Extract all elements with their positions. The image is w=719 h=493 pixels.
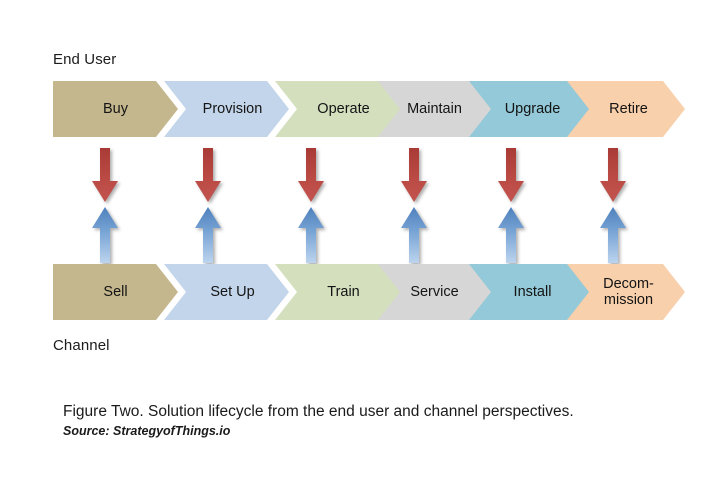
blue-up-arrow-3 bbox=[401, 207, 427, 263]
blue-up-arrow-4 bbox=[498, 207, 524, 263]
blue-up-arrow-1 bbox=[195, 207, 221, 263]
stage-chevron-end-user-0[interactable]: Buy bbox=[53, 81, 178, 137]
figure-source: Source: StrategyofThings.io bbox=[63, 424, 231, 438]
stage-label: Train bbox=[327, 284, 360, 300]
blue-up-arrow-0 bbox=[92, 207, 118, 263]
red-down-arrow-2 bbox=[298, 148, 324, 202]
blue-up-arrow-5 bbox=[600, 207, 626, 263]
red-down-arrow-0 bbox=[92, 148, 118, 202]
lane-label-channel: Channel bbox=[53, 337, 110, 354]
caption-block: Figure Two. Solution lifecycle from the … bbox=[63, 402, 663, 439]
red-down-arrow-1 bbox=[195, 148, 221, 202]
stage-chevron-channel-2[interactable]: Train bbox=[275, 264, 400, 320]
stage-label: Set Up bbox=[210, 284, 255, 300]
stage-chevron-end-user-1[interactable]: Provision bbox=[164, 81, 289, 137]
stage-label: Install bbox=[513, 284, 552, 300]
stage-label: Upgrade bbox=[504, 101, 561, 117]
stage-chevron-channel-0[interactable]: Sell bbox=[53, 264, 178, 320]
red-down-arrow-5 bbox=[600, 148, 626, 202]
stage-label: Sell bbox=[103, 284, 128, 300]
red-down-arrow-3 bbox=[401, 148, 427, 202]
end-user-stage-row: Buy Provision Operate Maintain Upgrade Retire bbox=[0, 81, 719, 139]
stage-label: Service bbox=[410, 284, 459, 300]
stage-chevron-channel-1[interactable]: Set Up bbox=[164, 264, 289, 320]
stage-label: Buy bbox=[103, 101, 128, 117]
channel-stage-row: Sell Set Up Train Service Install Decom- miss… bbox=[0, 264, 719, 322]
stage-label: Retire bbox=[609, 101, 648, 117]
red-down-arrow-4 bbox=[498, 148, 524, 202]
stage-label: Decom- mission bbox=[603, 276, 654, 308]
stage-chevron-channel-5[interactable]: Decom- mission bbox=[560, 264, 685, 320]
lane-label-end-user: End User bbox=[53, 51, 117, 68]
stage-label: Maintain bbox=[407, 101, 462, 117]
figure-caption: Figure Two. Solution lifecycle from the … bbox=[63, 403, 574, 420]
stage-chevron-end-user-2[interactable]: Operate bbox=[275, 81, 400, 137]
blue-up-arrow-2 bbox=[298, 207, 324, 263]
stage-label: Provision bbox=[202, 101, 263, 117]
stage-label: Operate bbox=[317, 101, 370, 117]
